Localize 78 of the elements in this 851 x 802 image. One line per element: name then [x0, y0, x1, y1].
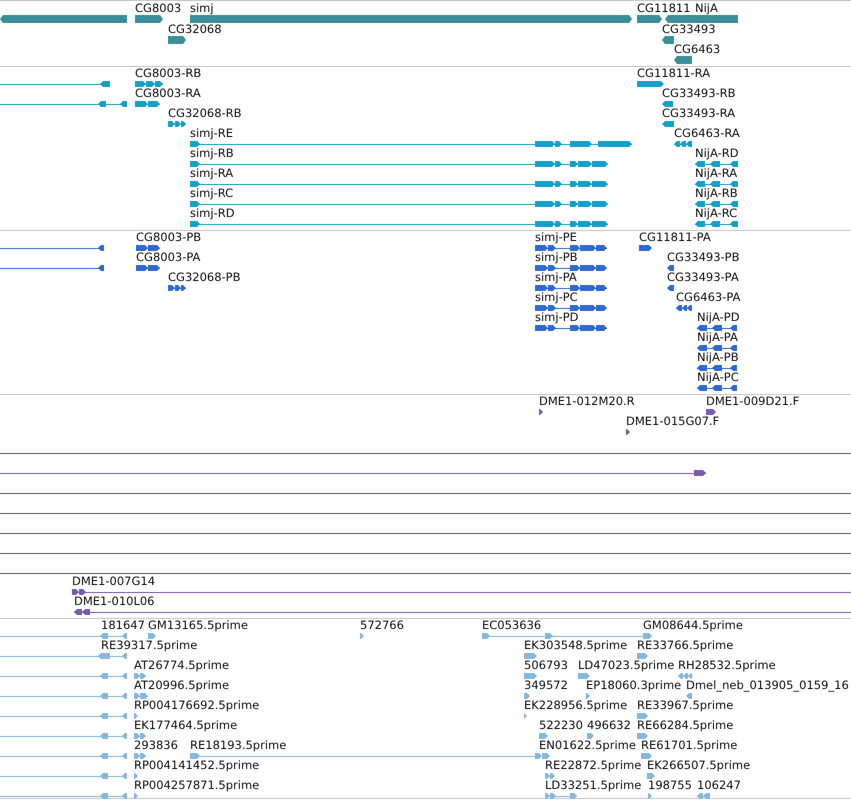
feature-label: CG33493-RB	[662, 87, 736, 100]
feature-label: RE22872.5prime	[545, 759, 642, 772]
feature-label: RE18193.5prime	[190, 739, 286, 752]
feature-label: DME1-009D21.F	[706, 395, 800, 408]
feature-label: simj-PD	[535, 311, 579, 324]
feature-label: NijA-PB	[697, 351, 739, 364]
feature-label: 506793	[524, 659, 568, 672]
feature-label: CG11811	[637, 2, 691, 15]
feature-label: CG8003-RA	[135, 87, 201, 100]
feature-label: RP004141452.5prime	[134, 759, 260, 772]
feature-label: CG11811-PA	[639, 231, 711, 244]
feature-label: CG32068	[168, 23, 222, 36]
feature-label: Dmel_neb_013905_0159_16	[686, 679, 849, 692]
feature-label: DME1-012M20.R	[539, 395, 635, 408]
feature-label: CG8003	[135, 2, 182, 15]
feature-label: CG8003-PA	[136, 251, 200, 264]
feature-label: EK266507.5prime	[647, 759, 750, 772]
feature-label: 181647	[101, 619, 145, 632]
feature-label: simj-RB	[190, 147, 234, 160]
feature-label: CG33493	[662, 23, 716, 36]
feature-label: 106247	[697, 779, 741, 792]
feature-label: NijA-PA	[697, 331, 738, 344]
feature-label: NijA-RA	[695, 167, 738, 180]
feature-label: CG33493-PB	[667, 251, 740, 264]
feature-label: EP18060.3prime	[586, 679, 682, 692]
feature-label: EK228956.5prime	[524, 699, 628, 712]
feature-label: NijA-PC	[697, 371, 739, 384]
feature-label: GM08644.5prime	[643, 619, 743, 632]
feature-label: EK177464.5prime	[134, 719, 238, 732]
feature-label: RH28532.5prime	[678, 659, 776, 672]
feature-label: NijA	[695, 2, 718, 15]
feature-label: CG8003-RB	[135, 67, 202, 80]
feature-label: EK303548.5prime	[524, 639, 628, 652]
feature-label: CG33493-PA	[667, 271, 739, 284]
feature-label: DME1-010L06	[74, 595, 154, 608]
feature-label: EC053636	[482, 619, 542, 632]
feature-label: EN01622.5prime	[539, 739, 636, 752]
feature-label: 496632	[587, 719, 631, 732]
feature-label: CG6463-RA	[674, 127, 740, 140]
feature-label: simj-RA	[190, 167, 234, 180]
feature-label: 572766	[360, 619, 404, 632]
feature-label: simj-RD	[190, 207, 235, 220]
feature-label: CG11811-RA	[637, 67, 710, 80]
feature-label: NijA-RB	[695, 187, 738, 200]
feature-label: NijA-RD	[695, 147, 739, 160]
feature-label: simj-PB	[535, 251, 578, 264]
feature-label: simj-RC	[190, 187, 234, 200]
feature-label: 522230	[539, 719, 583, 732]
feature-label: LD33251.5prime	[545, 779, 642, 792]
feature-label: GM13165.5prime	[148, 619, 248, 632]
feature-label: NijA-PD	[697, 311, 740, 324]
feature-label: RE33967.5prime	[637, 699, 734, 712]
feature-label: RE61701.5prime	[641, 739, 738, 752]
feature-label: CG32068-RB	[168, 107, 242, 120]
feature-label: CG8003-PB	[136, 231, 202, 244]
feature-label: CG6463-PA	[676, 291, 740, 304]
feature-label: CG6463	[674, 43, 720, 56]
feature-label: NijA-RC	[695, 207, 738, 220]
feature-label: RP004176692.5prime	[134, 699, 260, 712]
feature-label: 198755	[648, 779, 692, 792]
feature-label: simj-PC	[535, 291, 578, 304]
feature-label: simj-RE	[190, 127, 233, 140]
feature-label: RP004257871.5prime	[134, 779, 260, 792]
feature-label: AT26774.5prime	[134, 659, 230, 672]
feature-label: CG32068-PB	[168, 271, 240, 284]
feature-label: RE66284.5prime	[637, 719, 734, 732]
feature-label: AT20996.5prime	[134, 679, 230, 692]
feature-label: 293836	[134, 739, 178, 752]
feature-label: simj-PE	[535, 231, 577, 244]
feature-label: 349572	[524, 679, 568, 692]
feature-label: DME1-007G14	[72, 575, 156, 588]
feature-label: DME1-015G07.F	[626, 415, 720, 428]
feature-label: RE33766.5prime	[637, 639, 734, 652]
feature-label: simj-PA	[535, 271, 577, 284]
feature-label: simj	[190, 2, 214, 15]
feature-label: RE39317.5prime	[101, 639, 198, 652]
feature-label: LD47023.5prime	[578, 659, 674, 672]
feature-label: CG33493-RA	[662, 107, 736, 120]
